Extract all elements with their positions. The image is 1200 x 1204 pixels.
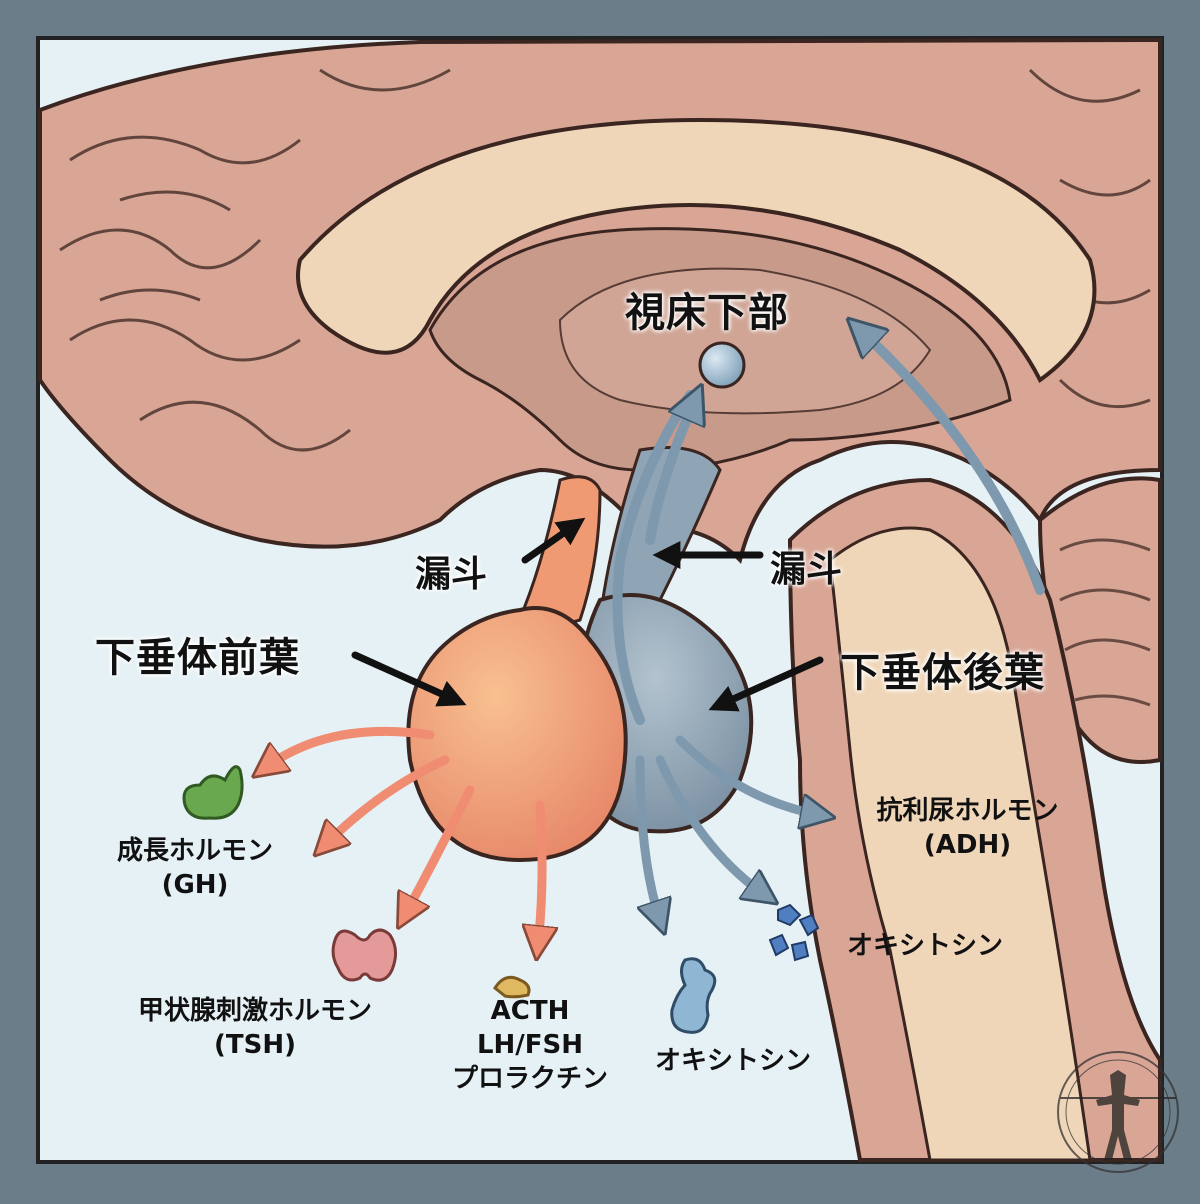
label-gh-abbr: (GH) [161,869,229,900]
anterior-pituitary-lobe [406,606,628,863]
label-tsh-abbr: (TSH) [214,1029,296,1060]
acth-icon [493,975,531,999]
anterior-hormone-arrows [265,726,542,945]
arrow-adh [675,735,820,815]
brain-illustration [38,37,1162,1162]
thyroid-icon [331,928,397,982]
cerebellum-folds [1059,538,1151,707]
arrow-acth [538,800,542,945]
label-posterior-pituitary: 下垂体後葉 [840,650,1045,696]
label-infundibulum-right: 漏斗 [770,549,843,590]
pointer-anterior-lobe [351,651,467,707]
label-gh: 成長ホルモン (GH) [75,835,315,903]
label-anterior-pituitary: 下垂体前葉 [95,635,300,681]
gh-hormone-icon [182,765,244,820]
label-oxytocin-right: オキシトシン [820,930,1030,964]
pointer-posterior-lobe [708,656,824,712]
label-adh: 抗利尿ホルモン (ADH) [845,795,1090,863]
label-hypothalamus: 視床下部 [625,290,789,336]
label-oxytocin-bottom: オキシトシン [628,1045,838,1079]
spinal-cord-core [828,526,1092,1162]
infundibulum-stalk-anterior [507,475,602,643]
label-anterior-group: ACTH LH/FSH プロラクチン [410,995,650,1096]
arrow-tsh-2 [405,785,475,915]
label-gh-name: 成長ホルモン [116,836,273,866]
corpus-callosum [296,117,1097,383]
label-tsh: 甲状腺刺激ホルモン (TSH) [95,995,415,1063]
label-lhfsh: LH/FSH [476,1029,584,1060]
arrow-oxytocin-right [655,755,765,895]
label-oxytocin-bottom-text: オキシトシン [654,1046,811,1076]
arrow-to-hypothalamus [860,330,1045,595]
label-prolactin: プロラクチン [451,1063,608,1094]
pointer-infundibulum-left [521,517,586,564]
label-adh-abbr: (ADH) [923,829,1012,860]
label-acth: ACTH [490,996,570,1026]
oxytocin-right-icon [768,903,820,962]
pointer-arrows [351,517,824,712]
hypothalamus-region [558,267,932,415]
arrow-oxytocin-bottom [635,755,660,920]
oxytocin-bottom-icon [670,957,717,1034]
arrow-up-hypothalamus [645,400,695,545]
posterior-hormone-arrows [635,735,820,920]
hypothalamus-nucleus [698,341,746,389]
gyri-folds [59,68,1151,452]
arrow-tsh [325,755,450,845]
label-infundibulum-left: 漏斗 [415,554,488,595]
watermark-logo [1057,1051,1179,1173]
label-oxytocin-right-text: オキシトシン [846,931,1003,961]
arrow-gh [265,726,435,768]
neural-pathways [612,330,1045,725]
label-adh-name: 抗利尿ホルモン [876,796,1059,826]
label-tsh-name: 甲状腺刺激ホルモン [137,996,372,1026]
